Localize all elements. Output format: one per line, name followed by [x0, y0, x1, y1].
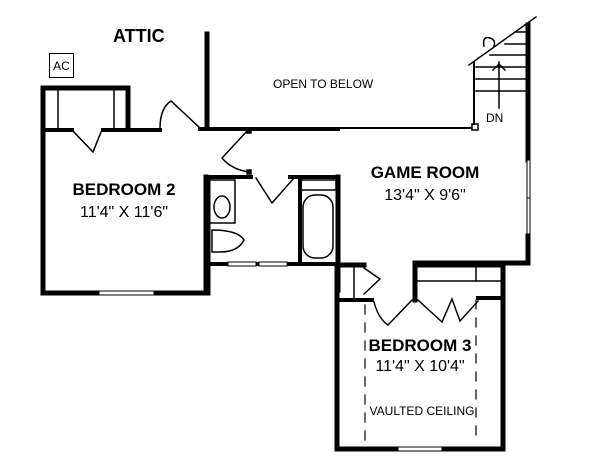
- game-room-dimensions: 13'4" X 9'6": [384, 187, 466, 204]
- stairs: [467, 15, 538, 109]
- bedroom-3-dimensions: 11'4" X 10'4": [375, 358, 465, 375]
- vaulted-ceiling-note: VAULTED CEILING: [369, 404, 475, 418]
- bedroom-3-walls: [334, 262, 506, 452]
- bedroom-2-window: [98, 290, 155, 296]
- bedroom-2-door: [159, 100, 202, 130]
- bedroom-3-name: BEDROOM 3: [368, 336, 472, 355]
- attic-label: ATTIC: [113, 26, 165, 46]
- bedroom-2-name: BEDROOM 2: [72, 180, 176, 199]
- hall-door: [221, 128, 252, 175]
- bedroom-3-closets: [336, 266, 504, 326]
- stairs-down-label: DN: [486, 111, 504, 125]
- bathroom: [203, 174, 341, 296]
- game-room-right-wall: [412, 22, 531, 266]
- bedroom-2-closet: [41, 87, 162, 154]
- ac-unit-label: AC: [49, 53, 74, 78]
- vaulted-ceiling-lines: [364, 299, 477, 445]
- open-to-below-label: OPEN TO BELOW: [273, 77, 374, 91]
- bedroom-2-dimensions: 11'4" X 11'6": [79, 204, 169, 221]
- game-room-name: GAME ROOM: [370, 163, 480, 182]
- open-to-below-railing: [198, 61, 479, 131]
